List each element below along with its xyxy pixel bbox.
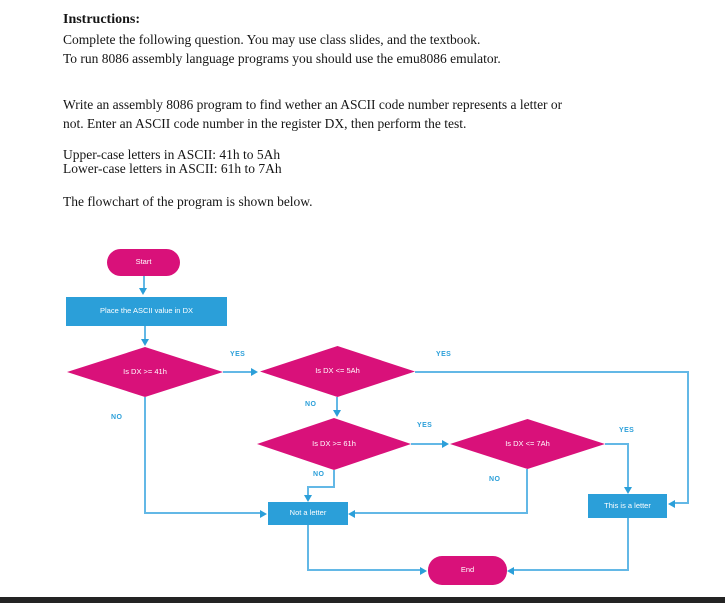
edge-letter-end-horizontal (514, 569, 629, 571)
edge-d4-no-horizontal (355, 512, 527, 514)
para4-line: The flowchart of the program is shown be… (63, 194, 313, 209)
edge-d1-no-vertical (144, 397, 146, 513)
arrowhead-d4-notletter (348, 509, 355, 518)
end-node: End (428, 556, 507, 585)
not-a-letter-node: Not a letter (268, 502, 348, 525)
para1-line1: Complete the following question. You may… (63, 32, 481, 47)
edge-d3-no-jog (307, 486, 335, 488)
edge-d3-no-vertical2 (307, 486, 309, 497)
arrowhead-d2-letter (668, 499, 675, 508)
edge-notletter-end-horizontal (307, 569, 421, 571)
edge-d4-yes-horizontal (605, 443, 629, 445)
para1-line2: To run 8086 assembly language programs y… (63, 51, 501, 66)
para2-line1: Write an assembly 8086 program to find w… (63, 97, 563, 112)
label-d1-no: NO (111, 414, 123, 421)
edge-notletter-end-vertical (307, 525, 309, 570)
edge-d1-yes-d2 (223, 371, 252, 373)
label-d1-yes: YES (230, 351, 246, 358)
arrowhead-d4-letter (624, 487, 632, 494)
start-node: Start (107, 249, 180, 276)
label-d3-no: NO (313, 471, 325, 478)
label-d4-no: NO (489, 476, 501, 483)
para2-line2: not. Enter an ASCII code number in the r… (63, 116, 467, 131)
arrowhead-letter-end (507, 566, 514, 575)
edge-d2-yes-into-box (674, 502, 689, 504)
decision-dx-ge-41h: Is DX >= 41h (67, 347, 223, 397)
arrowhead-place-d1 (140, 339, 149, 346)
label-d2-no: NO (305, 401, 317, 408)
arrowhead-d1-d2 (251, 368, 258, 376)
arrowhead-d1-notletter (260, 509, 267, 518)
arrowhead-d3-d4 (442, 440, 449, 448)
para3-line2: Lower-case letters in ASCII: 61h to 7Ah (63, 161, 282, 176)
this-is-a-letter-node: This is a letter (588, 494, 667, 518)
edge-d3-yes-d4 (411, 443, 443, 445)
instructions-heading: Instructions: (63, 12, 141, 27)
edge-start-place (142, 276, 145, 292)
arrowhead-d3-notletter (304, 495, 312, 502)
edge-d3-no-vertical1 (333, 470, 335, 487)
edge-d2-yes-horizontal (415, 371, 689, 373)
edge-d4-yes-vertical (627, 443, 629, 488)
place-ascii-node: Place the ASCII value in DX (66, 297, 227, 326)
arrowhead-notletter-end (420, 566, 427, 575)
arrowhead-d2-d3 (332, 410, 341, 417)
decision-dx-le-5ah: Is DX <= 5Ah (260, 346, 415, 397)
para3-line1: Upper-case letters in ASCII: 41h to 5Ah (63, 147, 281, 162)
edge-d2-no-d3 (336, 397, 338, 412)
bottom-border-bar (0, 597, 725, 603)
edge-d4-no-vertical (526, 469, 528, 514)
decision-dx-ge-61h: Is DX >= 61h (257, 418, 411, 470)
edge-place-d1 (144, 326, 146, 341)
arrowhead-start-place (139, 288, 147, 295)
label-d2-yes: YES (436, 351, 452, 358)
decision-dx-le-7ah: Is DX <= 7Ah (450, 419, 605, 469)
label-d3-yes: YES (417, 422, 433, 429)
edge-d2-yes-vertical (687, 371, 689, 503)
label-d4-yes: YES (619, 427, 635, 434)
edge-d1-no-horizontal (144, 512, 261, 514)
edge-letter-end-vertical (627, 518, 629, 571)
